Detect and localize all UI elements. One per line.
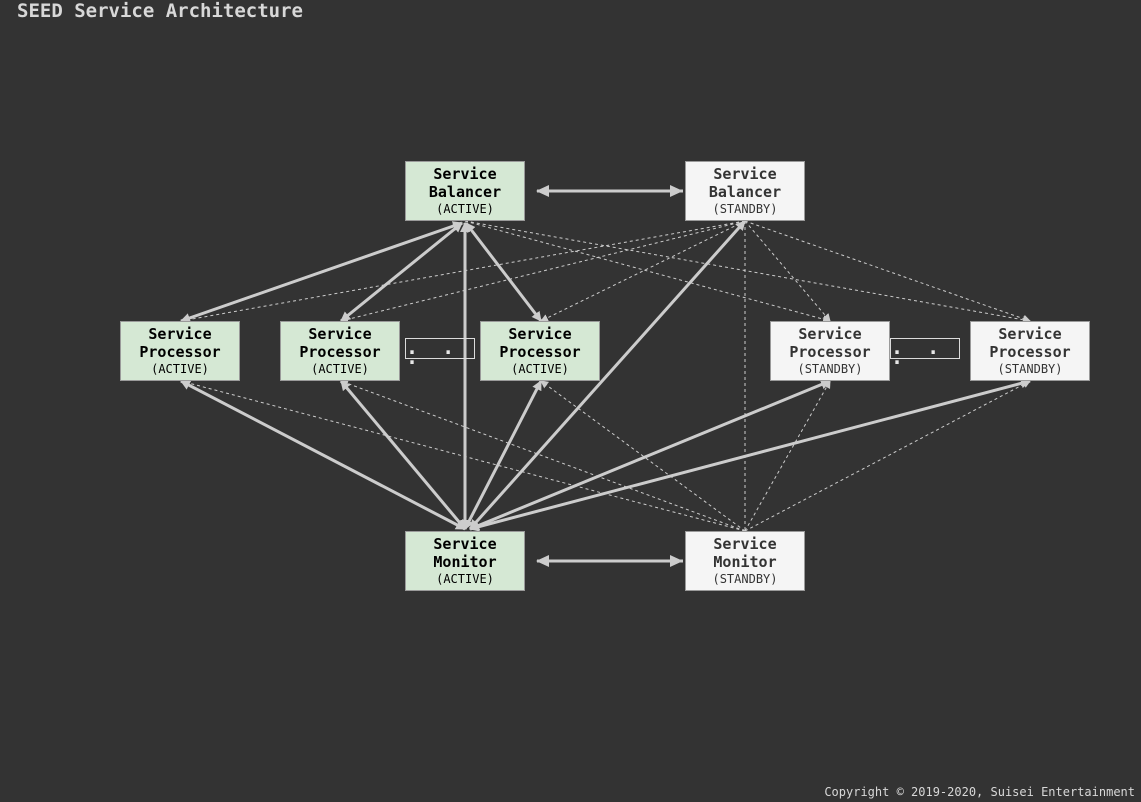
node-name-line2: Processor [789,343,871,361]
service-monitor-standby: Service Monitor (STANDBY) [685,531,805,591]
copyright-notice: Copyright © 2019-2020, Suisei Entertainm… [824,785,1135,799]
service-monitor-active: Service Monitor (ACTIVE) [405,531,525,591]
service-processor-active-2: Service Processor (ACTIVE) [280,321,400,381]
diagram-title: SEED Service Architecture [17,0,303,22]
node-name-line1: Service [508,325,572,343]
node-name-line1: Service [998,325,1062,343]
node-name-line1: Service [308,325,372,343]
node-name-line2: Monitor [433,553,497,571]
node-state: (ACTIVE) [436,202,494,216]
node-state: (STANDBY) [712,202,778,216]
active-links [180,185,1031,567]
node-state: (ACTIVE) [436,572,494,586]
node-state: (STANDBY) [712,572,778,586]
node-name-line2: Balancer [428,183,502,201]
node-name-line1: Service [148,325,212,343]
node-name-line2: Balancer [708,183,782,201]
node-name-line1: Service [433,165,497,183]
service-processor-standby-2: Service Processor (STANDBY) [970,321,1090,381]
node-name-line1: Service [713,535,777,553]
node-name-line1: Service [713,165,777,183]
node-state: (ACTIVE) [511,362,569,376]
service-balancer-standby: Service Balancer (STANDBY) [685,161,805,221]
processor-ellipsis-active: . . . [405,337,475,367]
service-processor-active-1: Service Processor (ACTIVE) [120,321,240,381]
node-name-line2: Processor [299,343,381,361]
node-state: (STANDBY) [797,362,863,376]
node-name-line2: Monitor [713,553,777,571]
node-name-line1: Service [433,535,497,553]
node-state: (ACTIVE) [311,362,369,376]
service-processor-standby-1: Service Processor (STANDBY) [770,321,890,381]
node-name-line2: Processor [989,343,1071,361]
service-processor-active-3: Service Processor (ACTIVE) [480,321,600,381]
node-name-line2: Processor [499,343,581,361]
node-name-line1: Service [798,325,862,343]
processor-ellipsis-standby: . . . [890,337,960,367]
service-balancer-active: Service Balancer (ACTIVE) [405,161,525,221]
node-name-line2: Processor [139,343,221,361]
node-state: (STANDBY) [997,362,1063,376]
node-state: (ACTIVE) [151,362,209,376]
